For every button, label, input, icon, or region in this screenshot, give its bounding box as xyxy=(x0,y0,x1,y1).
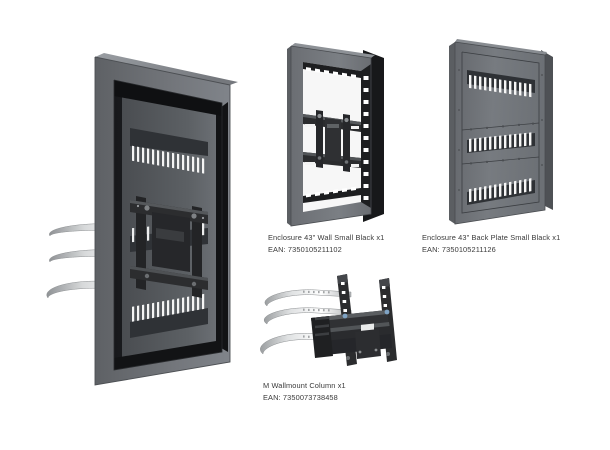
vent-band-bottom xyxy=(130,293,208,338)
product-ean-enclosure-wall-small-black: EAN: 7350105211102 xyxy=(268,244,342,254)
m-wallmount-column-svg xyxy=(260,274,397,366)
wallmount-vesa-plate xyxy=(355,323,381,359)
assembled-enclosure-svg xyxy=(46,53,238,386)
enclosure-shell xyxy=(94,53,238,386)
caption-m-wallmount-column: M Wallmount Column x1 EAN: 7350073738458 xyxy=(263,380,346,403)
backplate-vent-band-1 xyxy=(467,70,535,98)
caption-enclosure-back-plate-small-black: Enclosure 43" Back Plate Small Black x1 … xyxy=(422,232,560,255)
vent-band-top xyxy=(130,128,208,174)
product-name-enclosure-back-plate-small-black: Enclosure 43" Back Plate Small Black x1 xyxy=(422,233,561,242)
backplate-fixings-upper xyxy=(469,122,535,131)
enclosure-back-plate-svg xyxy=(449,39,553,225)
product-name-m-wallmount-column: M Wallmount Column x1 xyxy=(263,381,346,390)
product-name-enclosure-wall-small-black: Enclosure 43" Wall Small Black x1 xyxy=(268,233,385,242)
top-rail-perforations xyxy=(306,67,356,79)
product-image-m-wallmount-column xyxy=(255,272,410,377)
backplate-vent-band-3 xyxy=(467,178,535,205)
backplate-edge-screws xyxy=(458,69,543,191)
enclosure-wall-small-black-svg xyxy=(287,43,384,227)
backplate-vent-band-2 xyxy=(467,132,535,153)
mounted-wallmount-bracket xyxy=(130,196,208,298)
bottom-rail-perforations xyxy=(306,186,356,198)
product-ean-enclosure-back-plate-small-black: EAN: 7350105211126 xyxy=(422,244,496,254)
tilt-bracket-assembly xyxy=(303,110,361,172)
backplate-fixings-lower xyxy=(469,157,521,165)
right-rail-perforations xyxy=(363,76,369,200)
product-image-enclosure-back-plate-small-black xyxy=(445,30,565,230)
product-image-enclosure-wall-small-black xyxy=(283,36,401,231)
product-ean-m-wallmount-column: EAN: 7350073738458 xyxy=(263,392,338,402)
caption-enclosure-wall-small-black: Enclosure 43" Wall Small Black x1 EAN: 7… xyxy=(268,232,384,255)
product-image-assembled-enclosure xyxy=(42,40,272,390)
